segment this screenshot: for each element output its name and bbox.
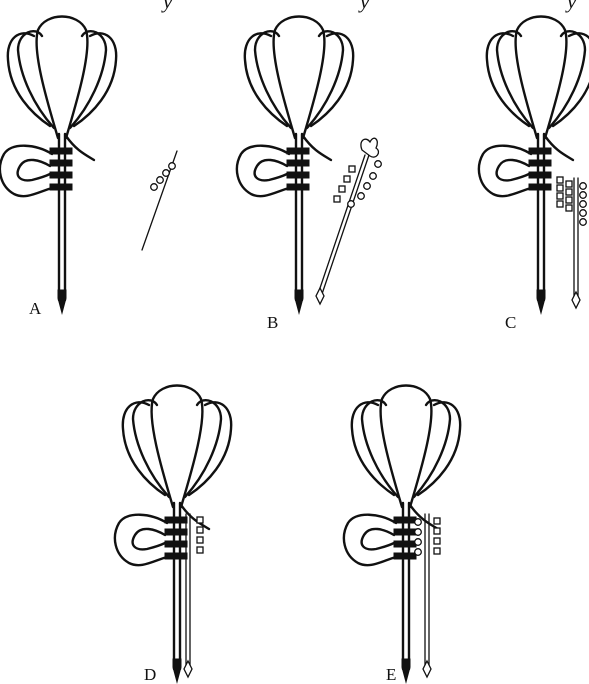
panel-label-d: D [144,665,156,684]
panel-a-flower [0,17,116,314]
panel-a-stalk [142,151,177,250]
panel-e-flower [344,386,460,683]
panel-d-flower [115,386,231,683]
panel-c-stalk [557,177,586,308]
panel-label-b: B [267,313,278,332]
panel-b-flower [237,17,353,314]
panel-e-stalk [415,514,440,677]
panel-d-stalk [184,514,203,677]
panel-b-stalk [316,138,381,304]
panel-c-flower [479,17,589,314]
panel-label-a: A [29,299,42,318]
panel-label-e: E [386,665,396,684]
panel-label-c: C [505,313,516,332]
